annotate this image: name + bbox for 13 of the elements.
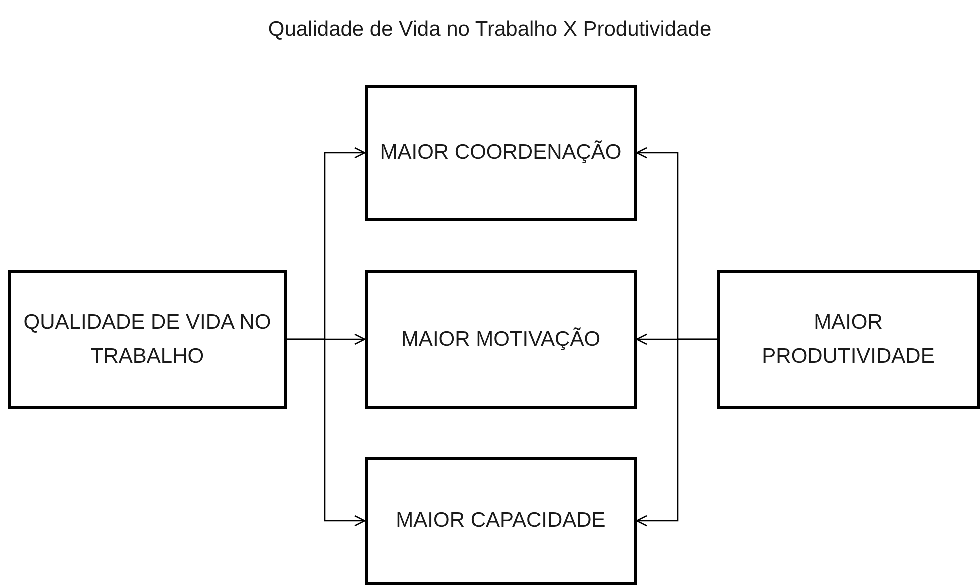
- box-label: MAIOR COORDENAÇÃO: [380, 140, 622, 166]
- process-box: [365, 270, 637, 409]
- process-box: [8, 270, 287, 409]
- process-box: [717, 270, 980, 409]
- box-label: MAIOR MOTIVAÇÃO: [401, 326, 601, 353]
- connector-arrow: [636, 338, 717, 527]
- box-label: QUALIDADE DE VIDA NO TRABALHO: [22, 310, 272, 370]
- process-box: [365, 457, 637, 585]
- diagram-title: Qualidade de Vida no Trabalho X Produtividade: [268, 18, 712, 41]
- connector-arrow: [287, 338, 366, 527]
- process-box: [365, 85, 637, 221]
- box-label: MAIOR PRODUTIVIDADE: [761, 310, 936, 370]
- box-label: MAIOR CAPACIDADE: [396, 508, 606, 534]
